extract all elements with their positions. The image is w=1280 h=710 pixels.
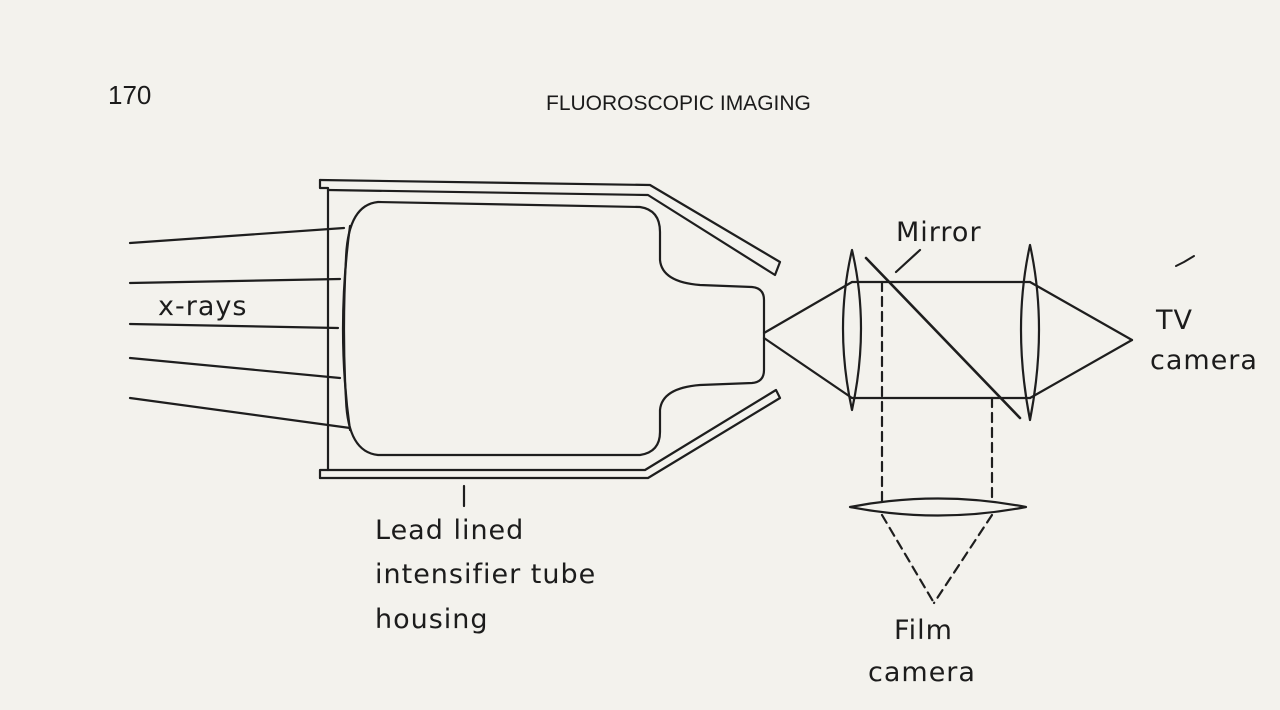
x-ray-line: [128, 322, 340, 330]
parallel-beam: [850, 280, 1032, 400]
film-camera-path: [880, 280, 994, 605]
x-ray-line: [128, 277, 342, 285]
mirror-label: Mirror: [896, 217, 982, 248]
tv-camera-lens: [1019, 243, 1041, 422]
housing-label-line2: intensifier tube: [375, 559, 597, 590]
intensifier-tube: [342, 200, 766, 457]
collimating-lens: [841, 248, 863, 412]
input-phosphor: [341, 224, 352, 432]
mirror-pointer: [894, 248, 922, 274]
intensifier-housing: [318, 178, 782, 480]
housing-front-flange: [318, 178, 330, 480]
page-number: 170: [108, 80, 152, 110]
tv-camera-cone: [1028, 280, 1134, 400]
x-ray-arrows: [128, 226, 352, 430]
housing-label-line3: housing: [375, 604, 489, 635]
pen-mark: [1175, 255, 1195, 267]
housing-bottom-wall: [318, 388, 782, 480]
film-camera-label-line2: camera: [868, 657, 976, 688]
running-head: FLUOROSCOPIC IMAGING: [546, 92, 811, 115]
x-ray-line: [128, 396, 352, 430]
film-camera-label-line1: Film: [894, 615, 953, 646]
output-light-cone: [762, 280, 854, 400]
x-ray-line: [128, 356, 342, 380]
housing-label-line1: Lead lined: [375, 515, 525, 546]
xrays-label: x-rays: [158, 291, 248, 322]
tv-camera-label-line1: TV: [1156, 305, 1193, 336]
tv-camera-label-line2: camera: [1150, 345, 1258, 376]
housing-top-wall: [318, 178, 782, 277]
film-camera-lens: [848, 497, 1028, 517]
x-ray-line: [128, 226, 346, 245]
mirror: [864, 256, 1022, 420]
